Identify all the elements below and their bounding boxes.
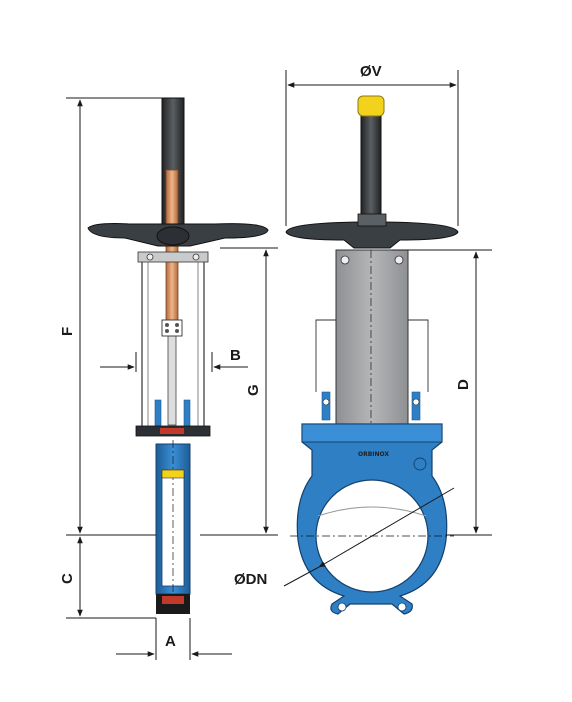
side-body-seat <box>161 469 185 479</box>
dimensions <box>66 70 492 660</box>
front-gland-nut <box>322 398 330 406</box>
side-bolt <box>146 253 154 261</box>
front-yoke <box>335 249 409 431</box>
side-bolt <box>192 253 200 261</box>
front-view: ORBINOX <box>285 95 459 615</box>
label-dn: ØDN <box>234 571 267 588</box>
front-body-top-band <box>301 423 443 443</box>
side-gland-bolt <box>154 399 162 429</box>
side-handwheel-hub <box>156 226 190 246</box>
side-flange-red <box>160 428 184 434</box>
side-clamp <box>161 319 183 337</box>
label-g: G <box>245 384 262 396</box>
front-gate-outline <box>315 319 429 392</box>
label-c: C <box>59 573 76 584</box>
side-gland-bolt <box>183 399 191 429</box>
label-v: ØV <box>360 63 382 80</box>
front-lug-hole <box>337 602 347 612</box>
label-a: A <box>165 633 176 650</box>
front-lug-hole <box>397 602 407 612</box>
front-cap <box>357 95 385 117</box>
label-f: F <box>59 327 76 336</box>
front-gland-nut <box>412 398 420 406</box>
front-brand-plate: ORBINOX <box>358 451 389 458</box>
dim-dn-leader <box>283 566 320 587</box>
side-base-red <box>162 596 184 604</box>
side-clamp-bolt <box>165 323 169 327</box>
side-gate-rod <box>167 324 177 426</box>
side-view <box>87 97 269 614</box>
side-clamp-bolt <box>175 329 179 333</box>
front-gland-bolt <box>411 391 421 421</box>
side-clamp-bolt <box>165 329 169 333</box>
label-d: D <box>455 379 472 390</box>
front-yoke-bolt <box>340 255 350 265</box>
front-hub-nut <box>357 213 387 227</box>
side-clamp-bolt <box>175 323 179 327</box>
front-gland-bolt <box>321 391 331 421</box>
front-handwheel <box>285 221 459 249</box>
front-yoke-bolt <box>394 255 404 265</box>
front-logo <box>413 457 427 471</box>
dim-dn-line <box>318 487 455 568</box>
label-b: B <box>230 347 241 364</box>
front-gate-edge <box>317 506 427 517</box>
side-copper-stem <box>165 169 179 329</box>
side-yoke-plate <box>137 251 209 263</box>
front-stem <box>360 115 382 225</box>
